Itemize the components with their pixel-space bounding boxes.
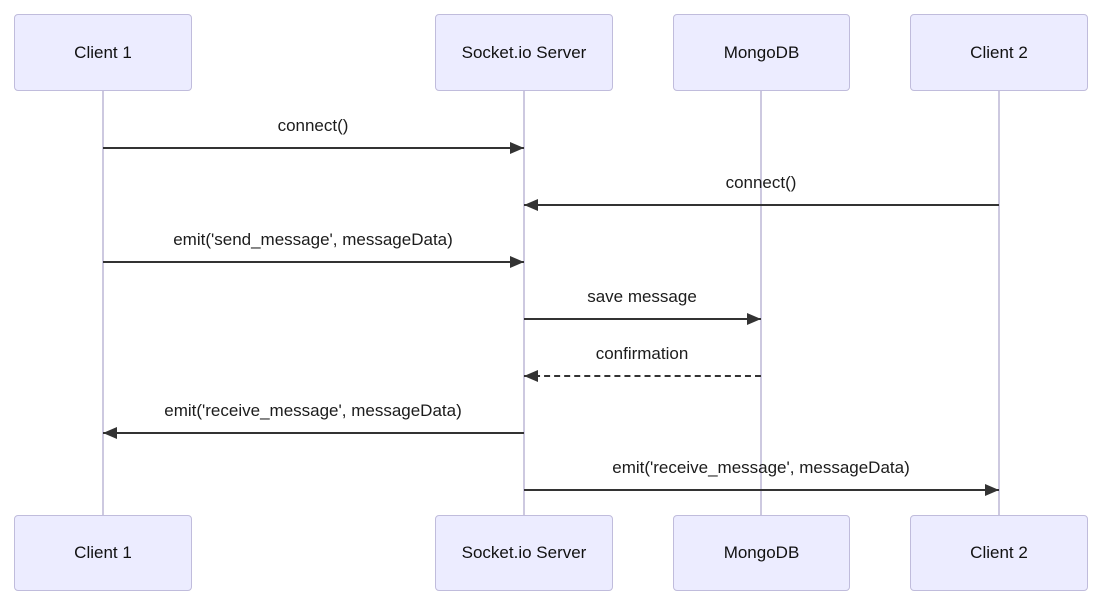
message-line <box>524 204 999 206</box>
message-line <box>524 375 761 377</box>
message-label: emit('receive_message', messageData) <box>164 401 462 420</box>
actor-label: Socket.io Server <box>461 543 587 562</box>
actor-label: Client 1 <box>74 543 132 562</box>
arrowhead-right-icon <box>747 313 761 325</box>
actor-socketio-server-bottom: Socket.io Server <box>435 515 613 591</box>
lifeline-client1 <box>102 91 104 515</box>
arrowhead-left-icon <box>524 199 538 211</box>
message-label: connect() <box>725 173 797 192</box>
actor-label: Client 1 <box>74 42 132 62</box>
actor-client1-bottom: Client 1 <box>14 515 192 591</box>
actor-client1-top: Client 1 <box>14 14 192 91</box>
message-line <box>524 318 761 320</box>
actor-label: Client 2 <box>970 42 1028 62</box>
message-label: connect() <box>277 116 349 135</box>
message-line <box>103 432 524 434</box>
lifeline-mongodb <box>760 91 762 515</box>
message-label: confirmation <box>595 344 689 363</box>
arrowhead-right-icon <box>510 142 524 154</box>
message-line <box>103 261 524 263</box>
arrowhead-left-icon <box>524 370 538 382</box>
actor-socketio-server-top: Socket.io Server <box>435 14 613 91</box>
message-label: save message <box>587 287 697 306</box>
actor-label: MongoDB <box>723 42 800 62</box>
message-label: emit('send_message', messageData) <box>173 230 453 249</box>
arrowhead-right-icon <box>985 484 999 496</box>
arrowhead-right-icon <box>510 256 524 268</box>
actor-label: Client 2 <box>970 543 1028 562</box>
lifeline-socketio-server <box>523 91 525 515</box>
actor-label: Socket.io Server <box>461 42 587 62</box>
actor-mongodb-top: MongoDB <box>673 14 850 91</box>
lifeline-client2 <box>998 91 1000 515</box>
actor-client2-bottom: Client 2 <box>910 515 1088 591</box>
actor-client2-top: Client 2 <box>910 14 1088 91</box>
message-label: emit('receive_message', messageData) <box>612 458 910 477</box>
message-line <box>524 489 999 491</box>
actor-label: MongoDB <box>723 543 800 562</box>
arrowhead-left-icon <box>103 427 117 439</box>
actor-mongodb-bottom: MongoDB <box>673 515 850 591</box>
message-line <box>103 147 524 149</box>
